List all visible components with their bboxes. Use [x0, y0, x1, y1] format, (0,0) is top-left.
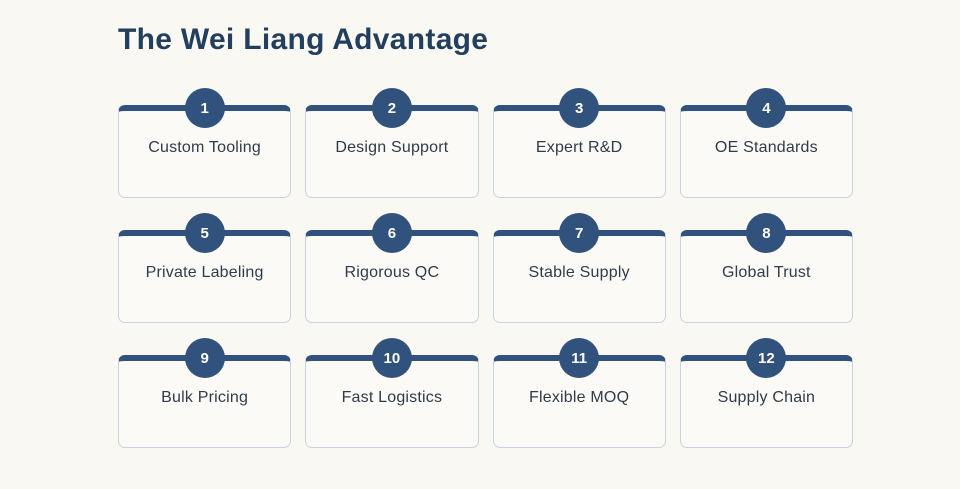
card-label: Fast Logistics — [341, 389, 443, 406]
card-label: Supply Chain — [717, 389, 816, 406]
card-label: Expert R&D — [535, 139, 623, 156]
advantage-card: 7 Stable Supply — [492, 213, 666, 323]
card-label: Rigorous QC — [344, 264, 440, 281]
card-number-badge: 12 — [746, 338, 787, 378]
advantage-card: 4 OE Standards — [679, 88, 853, 198]
card-number-badge: 2 — [371, 88, 412, 128]
card-label: Flexible MOQ — [529, 389, 630, 406]
card-label: Global Trust — [722, 264, 811, 281]
advantage-card: 2 Design Support — [305, 88, 479, 198]
advantage-card: 11 Flexible MOQ — [492, 338, 666, 448]
advantage-card: 3 Expert R&D — [492, 88, 666, 198]
page-title: The Wei Liang Advantage — [118, 23, 489, 56]
advantage-card: 10 Fast Logistics — [305, 338, 479, 448]
card-label: OE Standards — [714, 139, 818, 156]
card-number-badge: 5 — [184, 213, 225, 253]
card-number-badge: 1 — [184, 88, 225, 128]
card-number-badge: 9 — [184, 338, 225, 378]
advantage-card: 1 Custom Tooling — [118, 88, 292, 198]
advantage-card: 9 Bulk Pricing — [118, 338, 292, 448]
card-label: Design Support — [335, 139, 449, 156]
card-number-badge: 6 — [371, 213, 412, 253]
card-number-badge: 7 — [559, 213, 600, 253]
advantage-grid: 1 Custom Tooling 2 Design Support 3 Expe… — [118, 88, 853, 448]
card-label: Stable Supply — [528, 264, 630, 281]
card-number-badge: 8 — [746, 213, 787, 253]
advantage-card: 12 Supply Chain — [679, 338, 853, 448]
card-label: Private Labeling — [145, 264, 264, 281]
advantage-card: 8 Global Trust — [679, 213, 853, 323]
advantage-card: 6 Rigorous QC — [305, 213, 479, 323]
card-number-badge: 3 — [559, 88, 600, 128]
card-number-badge: 4 — [746, 88, 787, 128]
card-number-badge: 10 — [371, 338, 412, 378]
card-label: Custom Tooling — [148, 139, 262, 156]
card-number-badge: 11 — [559, 338, 600, 378]
card-label: Bulk Pricing — [161, 389, 249, 406]
advantage-card: 5 Private Labeling — [118, 213, 292, 323]
